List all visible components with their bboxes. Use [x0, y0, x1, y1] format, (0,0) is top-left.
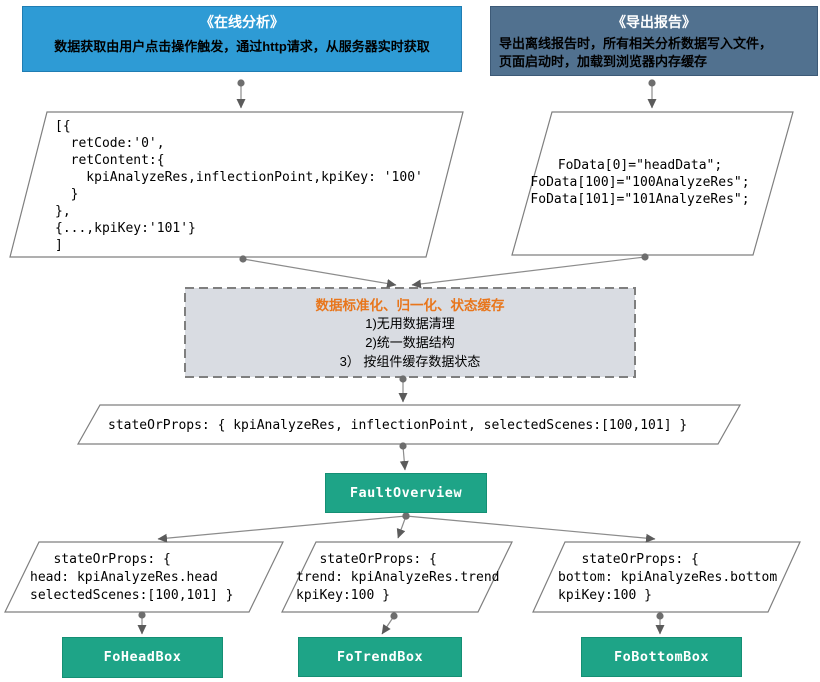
edge-faultoverview-to-bottom — [402, 512, 656, 543]
online-analysis-desc: 数据获取由用户点击操作触发，通过http请求，从服务器实时获取 — [54, 39, 430, 54]
normalize-title: 数据标准化、归一化、状态缓存 — [315, 298, 505, 313]
fo-head-box-label: FoHeadBox — [103, 649, 182, 665]
edge-state-to-faultoverview — [399, 442, 409, 471]
edge-faultoverview-to-head — [157, 512, 410, 543]
bottom-props-code: stateOrProps: { bottom: kpiAnalyzeRes.bo… — [558, 552, 778, 603]
fault-overview-box: FaultOverview — [325, 473, 487, 513]
export-cache-code: FoData[0]="headData"; FoData[100]="100An… — [530, 158, 750, 207]
trend-props-code: stateOrProps: { trend: kpiAnalyzeRes.tre… — [296, 552, 500, 603]
edge-trendprops-to-fotrendbox — [381, 612, 398, 635]
fo-head-box: FoHeadBox — [62, 637, 223, 678]
head-props-code: stateOrProps: { head: kpiAnalyzeRes.head… — [30, 552, 234, 603]
online-response-code: [{ retCode:'0', retContent:{ kpiAnalyzeR… — [55, 119, 423, 253]
fo-trend-box: FoTrendBox — [298, 637, 462, 677]
export-report-desc: 导出离线报告时，所有相关分析数据写入文件， 页面启动时，加载到浏览器内存缓存 — [499, 36, 773, 69]
state-props-code: stateOrProps: { kpiAnalyzeRes, inflectio… — [108, 418, 688, 433]
edge-response-to-normalize — [239, 255, 397, 288]
online-analysis-title: 《在线分析》 — [200, 14, 284, 30]
normalize-step-1: 1)无用数据清理 — [365, 316, 455, 331]
export-report-banner: 《导出报告》 导出离线报告时，所有相关分析数据写入文件， 页面启动时，加载到浏览… — [490, 6, 818, 76]
fault-overview-label: FaultOverview — [349, 485, 463, 501]
online-analysis-banner: 《在线分析》 数据获取由用户点击操作触发，通过http请求，从服务器实时获取 — [22, 6, 462, 72]
normalize-step-2: 2)统一数据结构 — [365, 335, 455, 350]
edge-cache-to-normalize — [411, 253, 649, 289]
fo-bottom-box-label: FoBottomBox — [614, 649, 709, 665]
export-report-title: 《导出报告》 — [612, 14, 696, 30]
edge-faultoverview-to-trend — [396, 512, 410, 539]
normalize-step-3: 3） 按组件缓存数据状态 — [339, 354, 481, 369]
fo-trend-box-label: FoTrendBox — [336, 649, 424, 665]
fo-bottom-box: FoBottomBox — [581, 637, 742, 677]
normalize-content: 数据标准化、归一化、状态缓存 1)无用数据清理 2)统一数据结构 3） 按组件缓… — [184, 287, 636, 377]
